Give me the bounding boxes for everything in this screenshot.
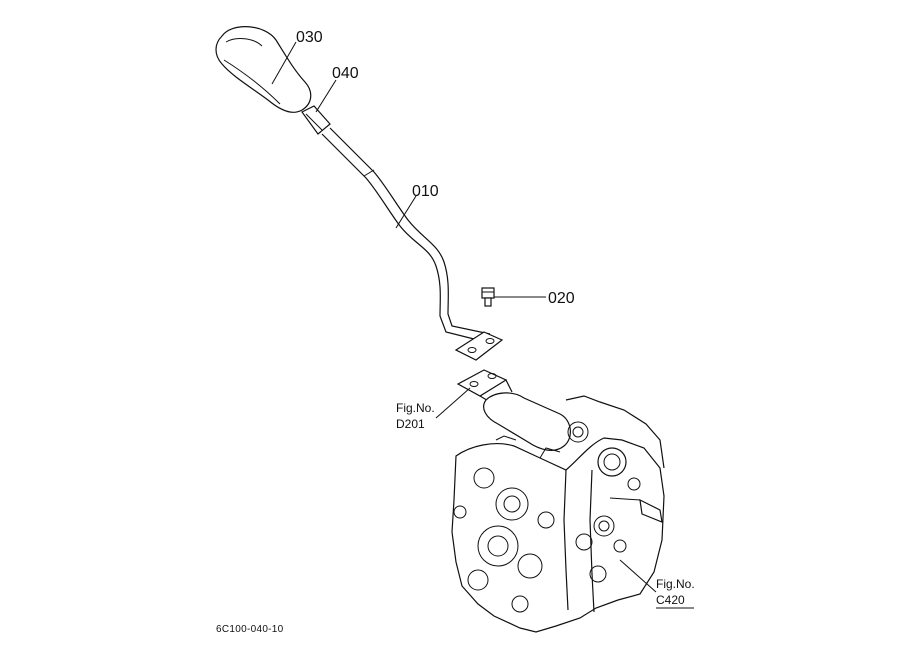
fig-ref-c420-line2: C420 xyxy=(656,593,685,607)
part-label-knob: 030 xyxy=(296,29,323,46)
bolt xyxy=(481,287,495,307)
transmission-housing xyxy=(451,392,665,633)
fig-ref-d201-line1: Fig.No. xyxy=(396,401,435,415)
fig-ref-d201-line2: D201 xyxy=(396,417,425,431)
leader-lines xyxy=(271,41,657,593)
sleeve xyxy=(301,105,331,135)
part-label-lever: 010 xyxy=(412,183,439,200)
fig-ref-c420-line1: Fig.No. xyxy=(656,577,695,591)
drawing-code: 6C100-040-10 xyxy=(216,624,284,635)
bracket-plate xyxy=(456,369,513,403)
shift-lever xyxy=(321,127,504,361)
part-label-sleeve: 040 xyxy=(332,65,359,82)
part-label-bolt: 020 xyxy=(548,290,575,307)
shift-knob xyxy=(215,26,312,113)
